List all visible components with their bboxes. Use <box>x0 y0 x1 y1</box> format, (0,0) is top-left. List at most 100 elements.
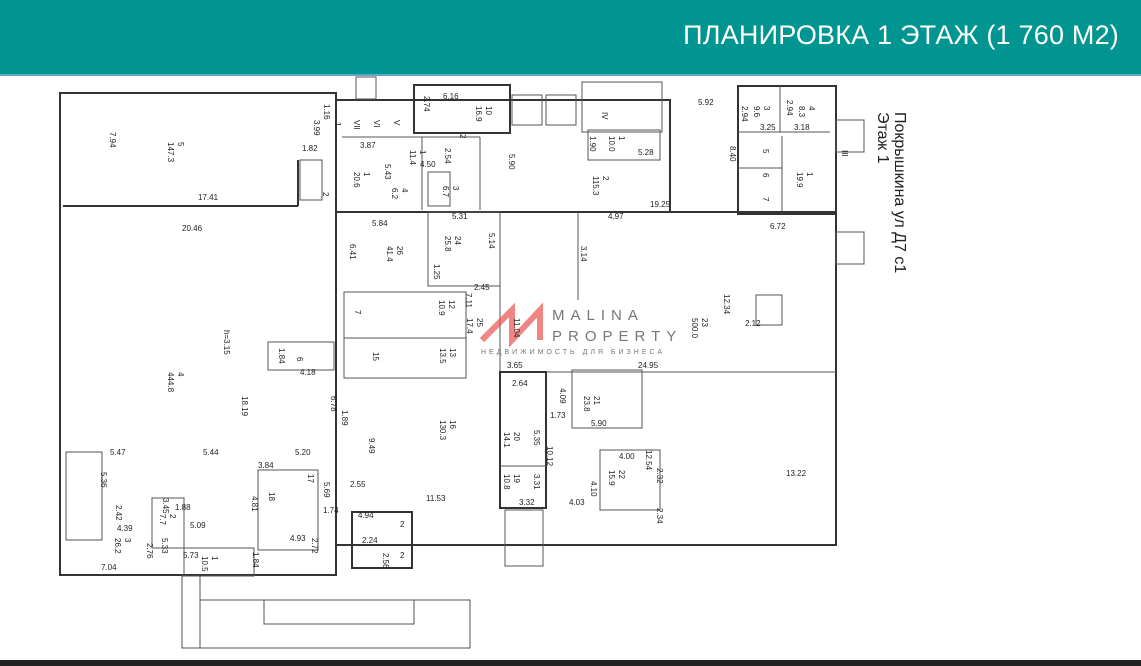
dimension-label: 4.00 <box>619 452 635 461</box>
lift-shaft <box>299 159 323 201</box>
svg-text:1: 1 <box>362 172 371 177</box>
svg-text:9.6: 9.6 <box>752 106 761 118</box>
dimension-label: 4.10 <box>589 481 598 497</box>
svg-text:25.8: 25.8 <box>443 236 452 252</box>
room-1-10 <box>587 129 661 161</box>
svg-text:3: 3 <box>451 186 460 191</box>
svg-text:5: 5 <box>176 142 185 147</box>
svg-text:2: 2 <box>168 514 177 519</box>
room-numbers: 18 6 15 7 5 6 7 2 2 17 1 2 2 <box>267 122 770 560</box>
svg-text:1: 1 <box>210 556 219 561</box>
dimension-label: 18.19 <box>240 396 249 417</box>
dimension-label: 5.90 <box>591 419 607 428</box>
room-label: 39.6 <box>752 106 771 118</box>
svg-text:19: 19 <box>512 474 521 483</box>
room-label: 48.3 <box>797 106 816 118</box>
dimension-label: 7.94 <box>108 132 117 148</box>
svg-text:17.4: 17.4 <box>465 318 474 334</box>
dimension-label: 1.84 <box>251 552 260 568</box>
stair-6 <box>267 341 335 371</box>
dimensions: 7.94 17.41 20.46 1.16 3.99 1.82 3.87 4.5… <box>99 92 810 572</box>
svg-text:23.8: 23.8 <box>582 396 591 412</box>
lift-bottom <box>351 511 413 569</box>
svg-text:130.3: 130.3 <box>438 420 447 441</box>
svg-text:19.9: 19.9 <box>795 172 804 188</box>
dimension-label: 5.73 <box>183 551 199 560</box>
dimension-label: 3.87 <box>360 141 376 150</box>
dimension-label: 17.41 <box>198 193 219 202</box>
room-1 <box>183 547 255 577</box>
dimension-label: 5.09 <box>190 521 206 530</box>
svg-text:41.4: 41.4 <box>385 246 394 262</box>
marker-iv: IV <box>600 112 609 120</box>
dimension-label: 2.56 <box>381 553 390 569</box>
lift <box>511 94 543 126</box>
svg-text:4: 4 <box>807 106 816 111</box>
dimension-label: 5.44 <box>203 448 219 457</box>
room-label: 36.7 <box>441 186 460 198</box>
dimension-label: 1.16 <box>322 104 331 120</box>
main-hall-outline <box>335 211 837 546</box>
dimension-label: 1.74 <box>323 506 339 515</box>
svg-text:500.0: 500.0 <box>690 318 699 339</box>
room-label: 110.5 <box>200 556 219 572</box>
restrooms <box>343 291 467 379</box>
svg-text:20: 20 <box>512 432 521 441</box>
svg-text:22: 22 <box>617 470 626 479</box>
roman-markers: VII VI V IV III h=3.15 <box>222 112 849 355</box>
bottom-bar <box>0 660 1141 666</box>
room-number: 15 <box>371 352 380 361</box>
dimension-label: 3.65 <box>507 361 523 370</box>
svg-text:4: 4 <box>400 188 409 193</box>
svg-text:10.9: 10.9 <box>437 300 446 316</box>
room-label: 326.2 <box>113 538 132 554</box>
watermark-line2: PROPERTY <box>552 328 682 345</box>
dimension-label: 2.34 <box>655 508 664 524</box>
dimension-label: 12.34 <box>722 294 731 315</box>
room-number: 17 <box>306 474 315 483</box>
dimension-label: 2.76 <box>145 543 154 559</box>
svg-text:3: 3 <box>123 538 132 543</box>
room-label: 120.6 <box>352 172 371 188</box>
marker-v: V <box>392 120 401 126</box>
room-number: 6 <box>295 357 304 362</box>
dimension-label: 2.32 <box>655 468 664 484</box>
dimension-label: 5.47 <box>110 448 126 457</box>
lift-small <box>427 171 451 207</box>
dimension-label: 2.64 <box>512 379 528 388</box>
top-block-outline <box>335 99 671 213</box>
dimension-label: 1.82 <box>302 144 318 153</box>
svg-text:10.5: 10.5 <box>200 556 209 572</box>
room-number: 2 <box>400 551 405 560</box>
dimension-label: 5.92 <box>698 98 714 107</box>
dimension-label: 4.18 <box>300 368 316 377</box>
svg-text:13.5: 13.5 <box>438 348 447 364</box>
dimension-label: 7.11 <box>464 293 473 309</box>
dimension-label: 11.53 <box>426 494 446 503</box>
marker-vi: VI <box>372 120 381 128</box>
svg-text:12: 12 <box>447 300 456 309</box>
dimension-label: 2.45 <box>474 283 490 292</box>
dimension-label: 5.20 <box>295 448 311 457</box>
dimension-label: 20.46 <box>182 224 203 233</box>
room-number: 2 <box>458 134 467 139</box>
svg-text:20.6: 20.6 <box>352 172 361 188</box>
svg-text:10: 10 <box>484 106 493 115</box>
dimension-label: 10.12 <box>545 446 554 467</box>
dimension-label: 3.84 <box>258 461 274 470</box>
room-number: 2 <box>400 520 405 529</box>
dimension-label: 4.09 <box>558 388 567 404</box>
dimension-label: 9.49 <box>367 438 376 454</box>
dimension-label: 3.31 <box>532 474 541 490</box>
watermark-line1: MALINA <box>552 307 644 324</box>
dimension-label: 4.97 <box>608 212 624 221</box>
svg-text:6.7: 6.7 <box>441 186 450 198</box>
dimension-label: 3.99 <box>312 120 321 136</box>
